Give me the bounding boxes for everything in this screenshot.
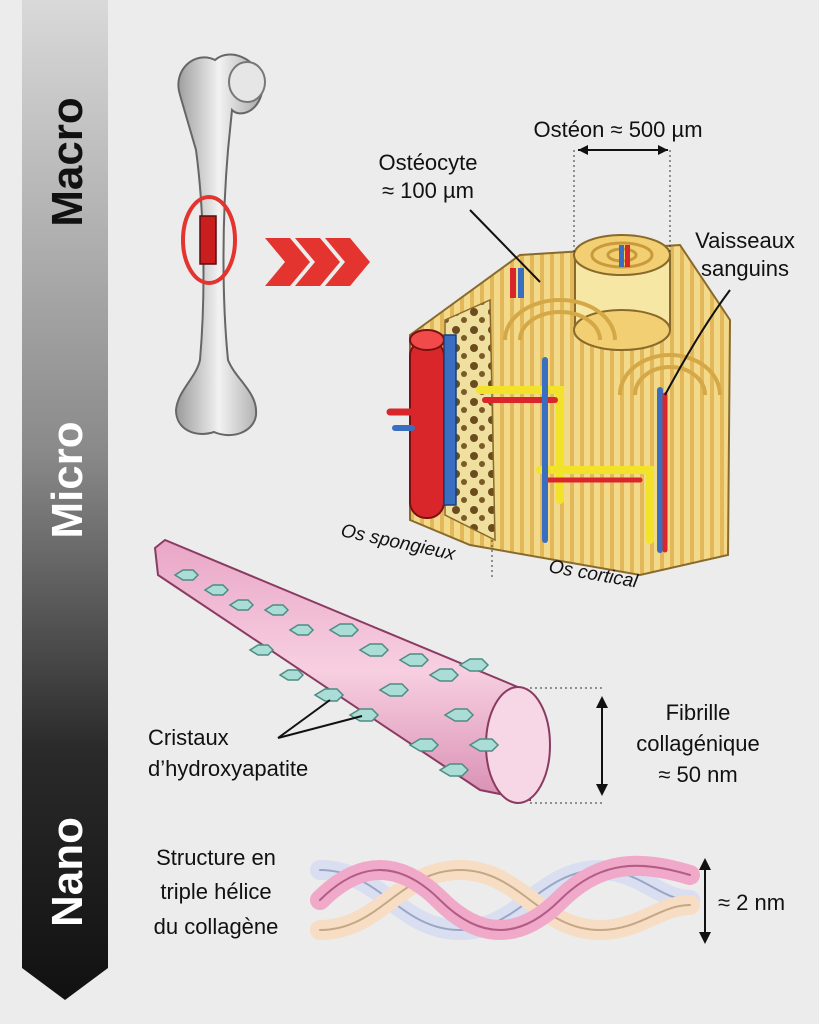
helix-label-line2: triple hélice [160, 879, 271, 904]
vessels-label-line1: Vaisseaux [695, 228, 795, 253]
crystals-label-line2: d’hydroxyapatite [148, 756, 308, 781]
osteocyte-label-line1: Ostéocyte [378, 150, 477, 175]
fibril-label-line3: ≈ 50 nm [658, 762, 737, 787]
scale-label-macro: Macro [43, 97, 92, 227]
scale-arrow: Macro Micro Nano [22, 0, 108, 1000]
collagen-fibril [153, 538, 608, 804]
helix-label-line3: du collagène [154, 914, 279, 939]
helix-label-line1: Structure en [156, 845, 276, 870]
vein [443, 334, 457, 506]
fibril-label-line1: Fibrille [666, 700, 731, 725]
scale-label-micro: Micro [43, 421, 92, 538]
hydroxyapatite-crystals [173, 569, 500, 777]
osteocyte-label-line2: ≈ 100 µm [382, 178, 474, 203]
vessels-label-line2: sanguins [701, 256, 789, 281]
micro-labels: Cristaux d’hydroxyapatite Fibrille colla… [148, 699, 760, 787]
triple-helix [310, 855, 711, 944]
chevron-arrow-icon [265, 238, 370, 286]
femur-highlight-ring [181, 195, 237, 285]
scale-label-nano: Nano [43, 817, 92, 927]
helix-size-label: ≈ 2 nm [718, 890, 785, 915]
bone-tissue-block [386, 234, 732, 577]
fibril-label-line2: collagénique [636, 731, 760, 756]
crystals-leader-line [277, 699, 331, 739]
artery [409, 339, 445, 519]
macro-labels: Ostéon ≈ 500 µm Ostéocyte ≈ 100 µm Vaiss… [339, 117, 795, 593]
crystals-label-line1: Cristaux [148, 725, 229, 750]
osteon-size-label: Ostéon ≈ 500 µm [533, 117, 702, 142]
femur-illustration [174, 53, 266, 437]
nano-labels: Structure en triple hélice du collagène … [154, 845, 786, 939]
osteocyte-leader-line [469, 209, 541, 283]
vessels-leader-line [664, 289, 731, 396]
bone-sample-icon [199, 215, 217, 265]
